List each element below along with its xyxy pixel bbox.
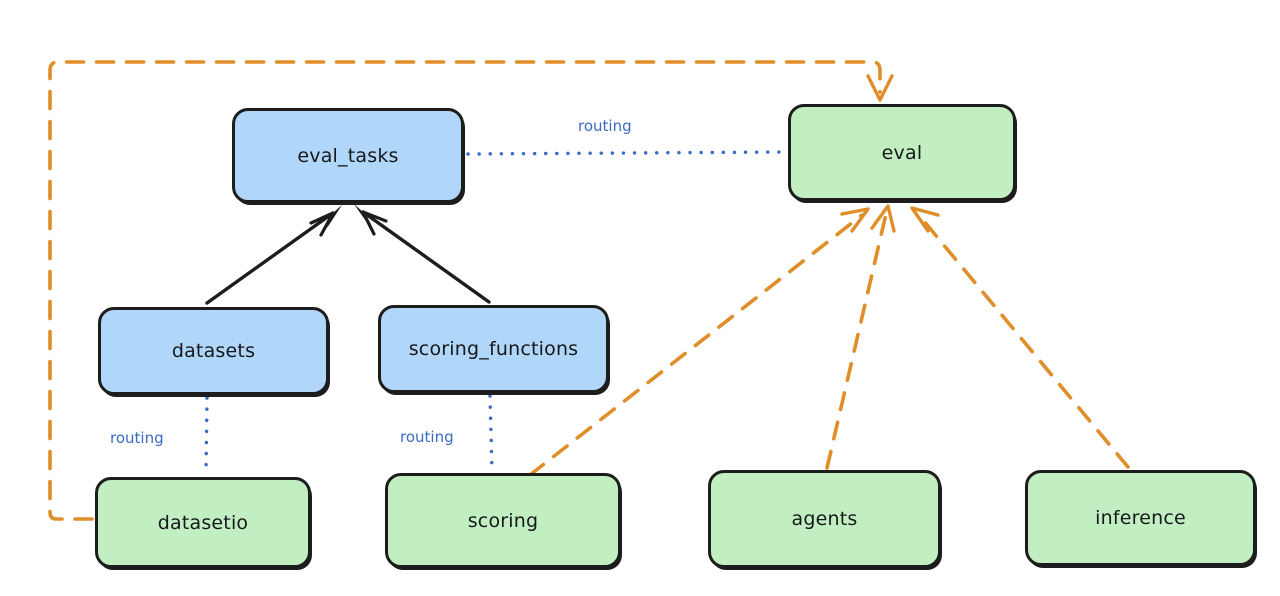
node-scoring[interactable]: scoring [385, 473, 621, 568]
node-scoring-functions[interactable]: scoring_functions [378, 305, 609, 393]
node-label: datasets [171, 340, 256, 362]
node-label: scoring_functions [408, 338, 579, 360]
edge-scoring-to-eval [528, 207, 870, 477]
node-eval-tasks[interactable]: eval_tasks [232, 108, 464, 203]
edge-datasets-to-datasetio [204, 396, 209, 476]
edge-agents-to-eval [825, 204, 896, 470]
node-label: eval_tasks [297, 144, 399, 167]
edge-label-routing-datasets-datasetio: routing [110, 429, 164, 447]
node-inference[interactable]: inference [1025, 470, 1256, 566]
node-eval[interactable]: eval [788, 104, 1016, 201]
node-agents[interactable]: agents [708, 470, 941, 568]
edge-datasetio-to-eval [48, 60, 894, 521]
edge-scoring_functions-to-scoring [488, 394, 494, 472]
edge-inference-to-eval [910, 206, 1130, 469]
node-label: eval [881, 141, 923, 164]
node-label: datasetio [157, 511, 249, 534]
edge-datasets-to-eval_tasks [205, 205, 342, 305]
node-label: inference [1095, 507, 1186, 529]
node-label: scoring [467, 509, 539, 532]
node-datasetio[interactable]: datasetio [95, 477, 311, 568]
edge-label-routing-eval-tasks-eval: routing [578, 117, 632, 135]
edge-scoring_functions-to-eval_tasks [354, 204, 491, 304]
edge-label-routing-scoring-functions-scoring: routing [400, 428, 454, 446]
node-datasets[interactable]: datasets [98, 307, 329, 395]
edge-eval_tasks-to-eval [466, 150, 786, 156]
node-label: agents [791, 508, 858, 530]
